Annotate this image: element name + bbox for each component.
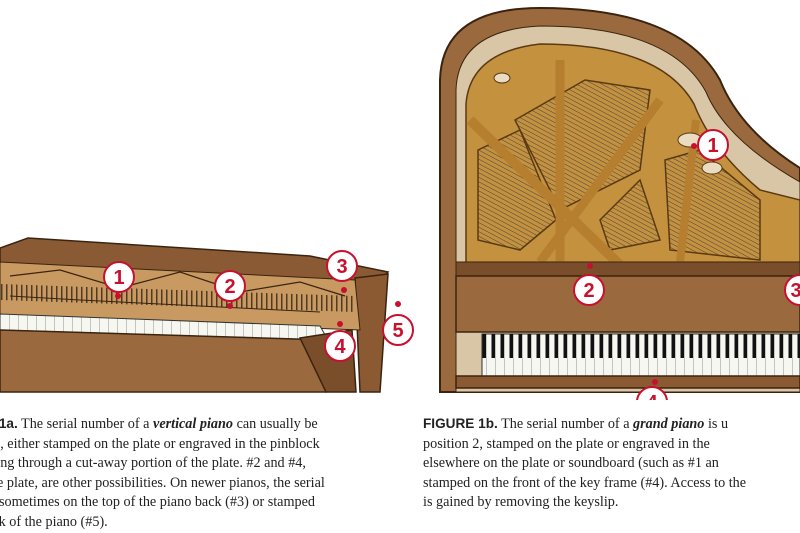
caption-1a-label: E 1a. [0, 416, 18, 431]
vertical-marker-3: 3 [326, 250, 358, 282]
vertical-marker-2: 2 [214, 270, 246, 302]
svg-text:2: 2 [224, 276, 235, 298]
grand-marker-3: 3 [784, 274, 800, 306]
caption-1b-line-2: position 2, stamped on the plate or engr… [423, 435, 710, 452]
caption-1b-label: FIGURE 1b. [423, 416, 498, 431]
svg-text:1: 1 [113, 267, 124, 289]
caption-figure-1b: FIGURE 1b. The serial number of a grand … [423, 414, 746, 513]
grand-marker-4: 4 [636, 386, 668, 400]
svg-text:3: 3 [790, 280, 800, 302]
caption-1a-line-6: ack of the piano (#5). [0, 513, 108, 530]
piano-illustrations: 1 2 3 4 5 [0, 6, 800, 400]
grand-marker-2: 2 [573, 274, 605, 306]
grand-marker-1: 1 [697, 129, 729, 161]
caption-1a-text: The serial number of a [17, 416, 154, 432]
caption-1b-line-3: elsewhere on the plate or soundboard (su… [423, 455, 719, 471]
svg-text:5: 5 [392, 320, 403, 342]
svg-text:2: 2 [583, 280, 594, 302]
caption-1b-line-4: stamped on the front of the key frame (#… [423, 474, 747, 491]
caption-figure-1a: E 1a. The serial number of a vertical pi… [0, 414, 325, 532]
caption-1a-emphasis: vertical piano [153, 416, 234, 432]
caption-1b-emphasis: grand piano [633, 416, 705, 432]
caption-1a-text: can usually be [233, 416, 318, 432]
caption-1a-line-4: the plate, are other possibilities. On n… [0, 474, 325, 491]
svg-text:1: 1 [707, 135, 718, 157]
vertical-marker-1: 1 [103, 261, 135, 293]
svg-text:4: 4 [334, 336, 346, 358]
svg-text:4: 4 [646, 392, 658, 400]
caption-1b-text: The serial number of a [497, 416, 634, 432]
vertical-marker-4: 4 [324, 330, 356, 362]
vertical-marker-5: 5 [382, 314, 414, 346]
svg-text:3: 3 [336, 256, 347, 278]
caption-1a-line-1: E 1a. The serial number of a vertical pi… [0, 414, 325, 435]
caption-1a-line-3: wing through a cut-away portion of the p… [0, 455, 306, 471]
grand-piano-illustration [439, 6, 800, 393]
caption-1b-line-5: is gained by removing the keyslip. [423, 494, 619, 510]
caption-1b-text: is u [704, 416, 729, 432]
caption-1a-line-2: #1, either stamped on the plate or engra… [0, 435, 320, 452]
caption-1a-line-5: is sometimes on the top of the piano bac… [0, 494, 316, 510]
caption-1b-line-1: FIGURE 1b. The serial number of a grand … [423, 414, 746, 435]
